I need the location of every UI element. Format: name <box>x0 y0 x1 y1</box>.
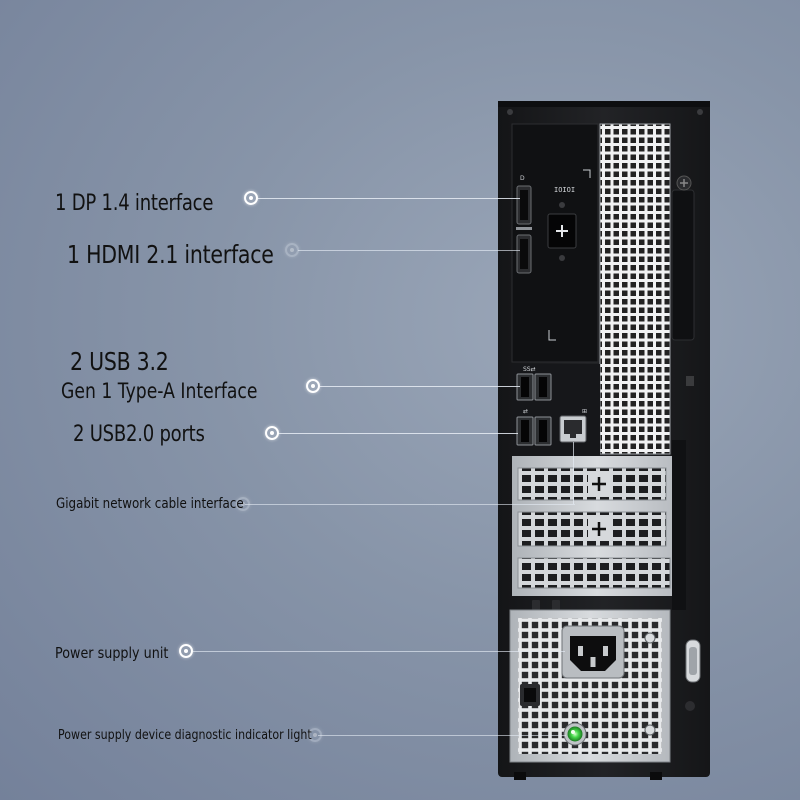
label-psu: Power supply unit <box>55 644 169 662</box>
svg-text:⊞: ⊞ <box>582 408 587 415</box>
power-supply-unit <box>509 609 671 763</box>
leader-line-dp <box>258 198 520 199</box>
ethernet-icon: ⊞ <box>559 408 587 443</box>
label-dp: 1 DP 1.4 interface <box>55 191 214 216</box>
label-usb32-line2: Gen 1 Type-A Interface <box>61 379 258 403</box>
leader-line-psu <box>193 651 565 652</box>
label-lan: Gigabit network cable interface <box>56 496 244 512</box>
callout-dot-usb32 <box>306 379 320 393</box>
callout-dot-hdmi <box>285 243 299 257</box>
callout-dot-psu <box>179 644 193 658</box>
leader-line-lan-vertical <box>573 442 574 504</box>
leader-line-hdmi <box>298 250 520 251</box>
svg-text:SS⇄: SS⇄ <box>523 366 536 373</box>
power-socket-icon <box>561 625 625 679</box>
svg-text:⇄: ⇄ <box>523 408 528 415</box>
hdmi-icon <box>516 227 532 274</box>
label-hdmi: 1 HDMI 2.1 interface <box>67 240 274 269</box>
svg-text:D: D <box>520 175 525 182</box>
label-usb20: 2 USB2.0 ports <box>73 422 205 447</box>
callout-dot-lan <box>236 497 250 511</box>
diagnostic-led-icon <box>563 722 587 746</box>
callout-dot-diag <box>308 728 322 742</box>
svg-text:IOIOI: IOIOI <box>554 186 575 194</box>
top-vent-grill <box>600 124 670 454</box>
usb-icon: ⇄ <box>516 408 552 446</box>
displayport-icon: D <box>516 175 532 225</box>
usb-icon: SS⇄ <box>516 366 552 401</box>
callout-dot-usb20 <box>265 426 279 440</box>
leader-line-usb32 <box>320 386 520 387</box>
leader-line-lan <box>245 504 575 505</box>
label-diag: Power supply device diagnostic indicator… <box>58 728 312 743</box>
label-usb32-line1: 2 USB 3.2 <box>70 347 169 376</box>
leader-line-diag <box>318 735 566 736</box>
leader-line-usb20 <box>278 433 518 434</box>
callout-dot-dp <box>244 191 258 205</box>
